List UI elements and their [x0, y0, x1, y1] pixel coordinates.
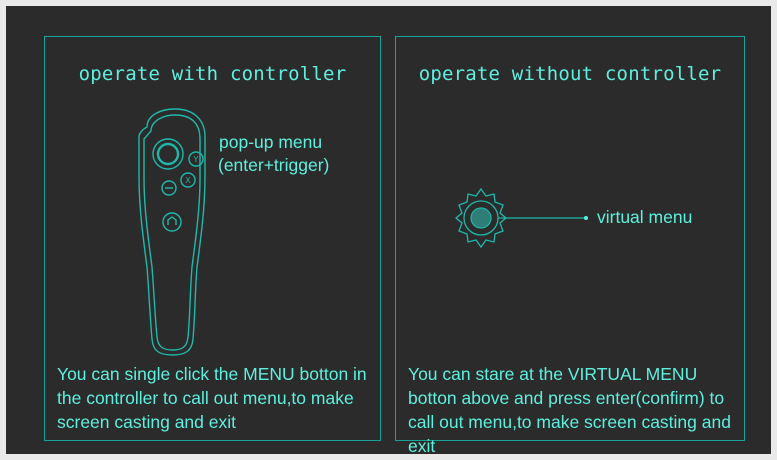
no-controller-panel: operate without controller virtual menu …	[395, 36, 745, 456]
y-button-icon: Y	[193, 155, 199, 164]
no-controller-description: You can stare at the VIRTUAL MENU botton…	[408, 364, 731, 456]
enter-trigger-label: (enter+trigger)	[218, 155, 330, 175]
controller-panel: operate with controller	[44, 36, 381, 441]
controller-panel-title: operate with controller	[78, 63, 347, 85]
virtual-menu-gear-icon[interactable]	[448, 185, 598, 249]
x-button-icon: X	[185, 176, 191, 185]
controller-description: You can single click the MENU botton in …	[57, 364, 367, 432]
vr-controller-icon: Y X	[138, 108, 206, 356]
virtual-menu-label: virtual menu	[597, 207, 693, 227]
popup-menu-label: pop-up menu	[219, 132, 323, 152]
no-controller-panel-title: operate without controller	[418, 63, 722, 85]
